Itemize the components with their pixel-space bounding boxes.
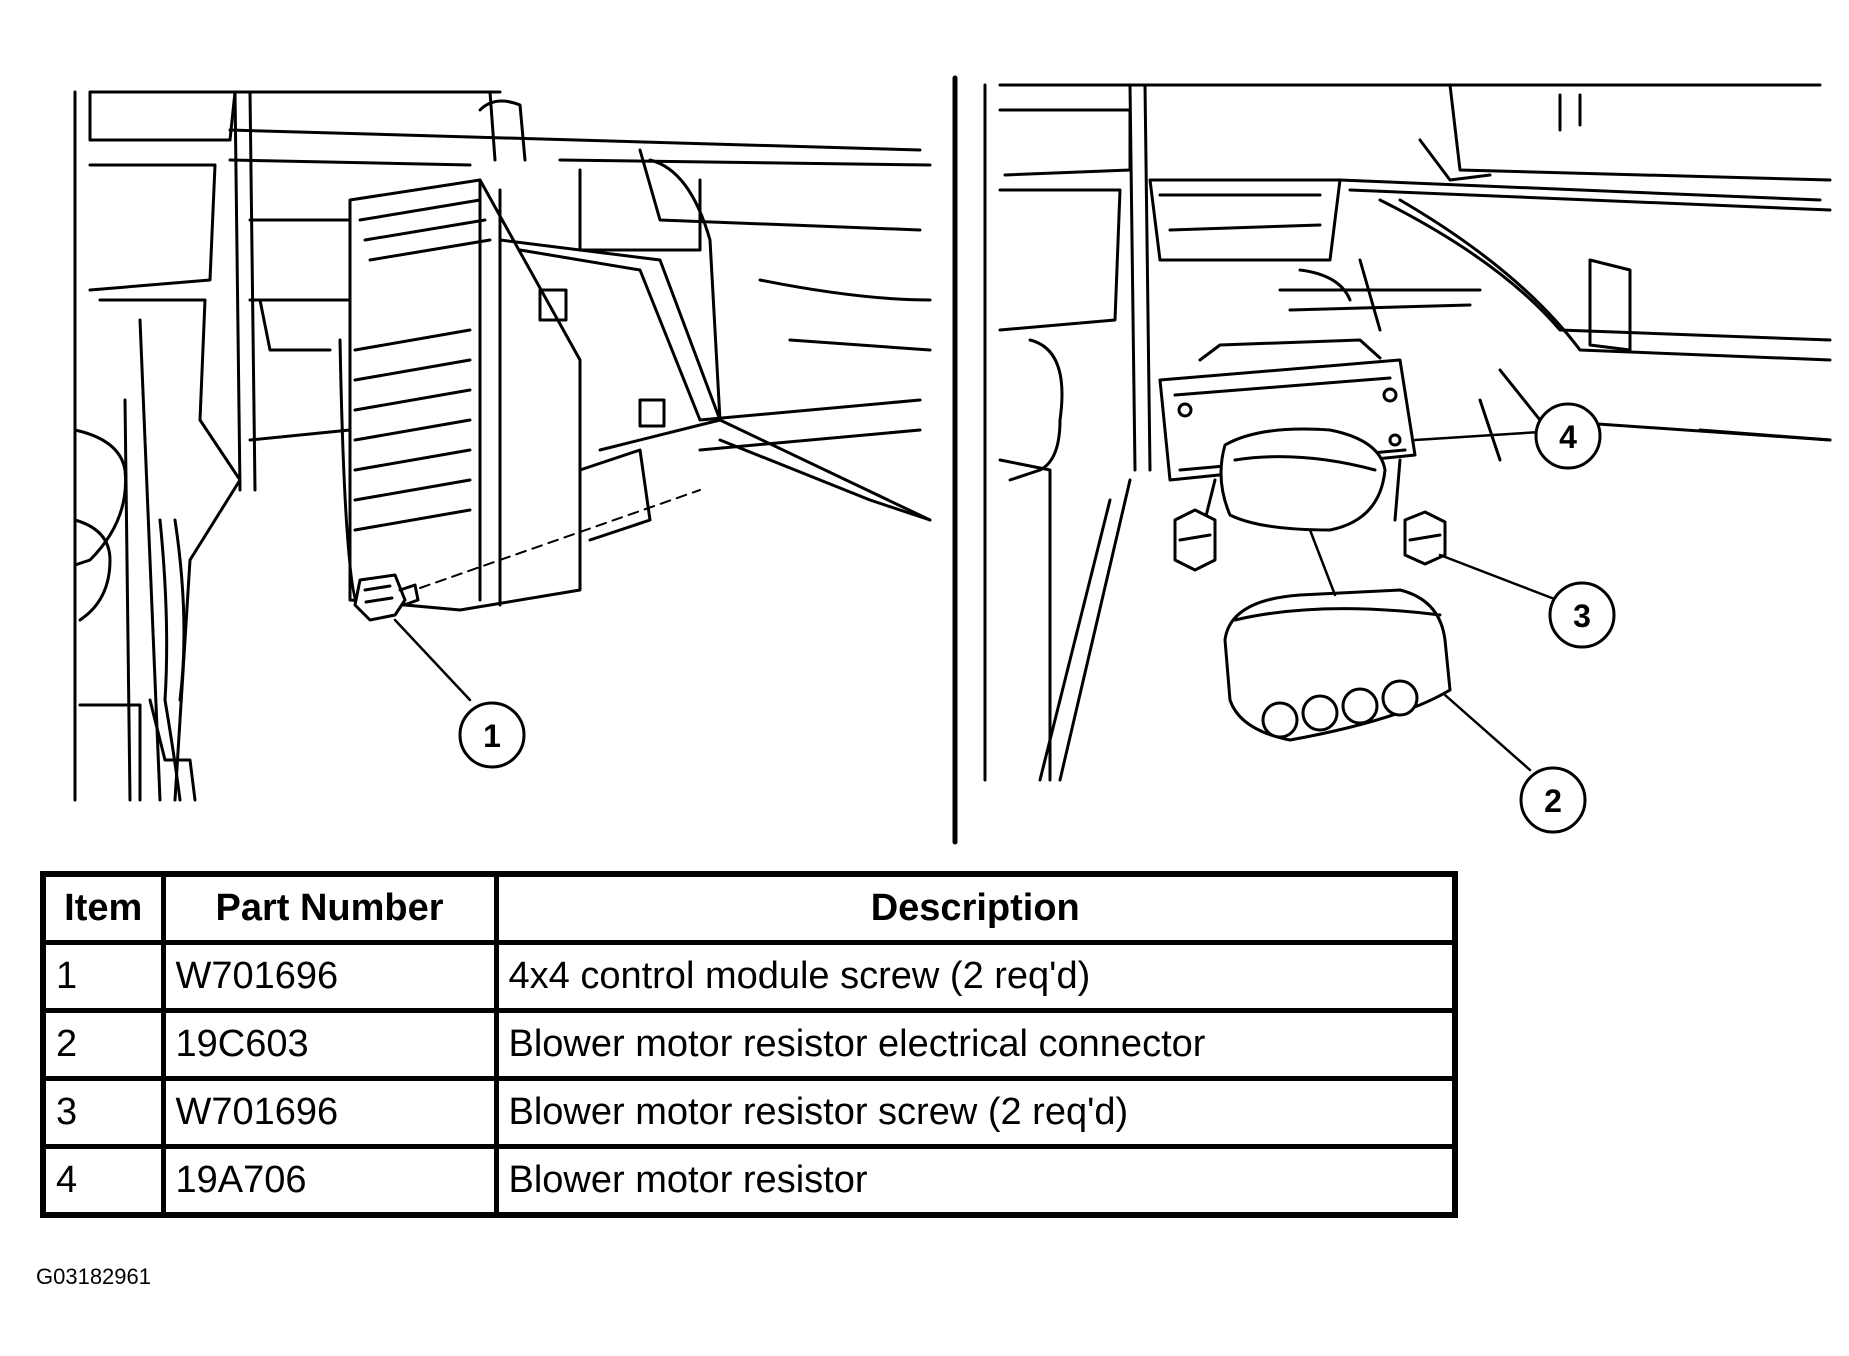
exploded-view-illustration: 1 2 3 4 [73, 75, 1832, 845]
cell-description: 4x4 control module screw (2 req'd) [493, 940, 1458, 1013]
parts-table: Item Part Number Description 1 W701696 4… [40, 871, 1458, 1218]
cell-part-number: 19A706 [160, 1144, 499, 1218]
header-description: Description [493, 871, 1458, 945]
cell-description: Blower motor resistor screw (2 req'd) [493, 1076, 1458, 1149]
table-row: 2 19C603 Blower motor resistor electrica… [40, 1008, 1458, 1081]
svg-text:2: 2 [1544, 783, 1562, 819]
cell-part-number: W701696 [160, 1076, 499, 1149]
figure-code: G03182961 [36, 1264, 151, 1289]
svg-text:1: 1 [483, 718, 501, 754]
callout-3: 3 [1548, 581, 1616, 649]
svg-text:4: 4 [1559, 419, 1577, 455]
cell-description: Blower motor resistor [493, 1144, 1458, 1218]
screws-item-3 [1173, 508, 1447, 572]
cell-part-number: W701696 [160, 940, 499, 1013]
table-row: 4 19A706 Blower motor resistor [40, 1144, 1458, 1218]
cell-description: Blower motor resistor electrical connect… [493, 1008, 1458, 1081]
table-row: 1 W701696 4x4 control module screw (2 re… [40, 940, 1458, 1013]
header-item: Item [40, 871, 166, 945]
right-panel-blower-resistor [983, 83, 1832, 782]
cell-part-number: 19C603 [160, 1008, 499, 1081]
table-header-row: Item Part Number Description [40, 871, 1458, 945]
callout-1: 1 [458, 701, 526, 769]
left-panel-4x4-module [73, 90, 932, 802]
electrical-connector-item-2 [1223, 588, 1452, 742]
screw-item-1 [353, 573, 420, 622]
callout-2: 2 [1519, 766, 1587, 834]
cell-item: 2 [40, 1008, 166, 1081]
svg-text:3: 3 [1573, 598, 1591, 634]
cell-item: 3 [40, 1076, 166, 1149]
cell-item: 1 [40, 940, 166, 1013]
table-row: 3 W701696 Blower motor resistor screw (2… [40, 1076, 1458, 1149]
cell-item: 4 [40, 1144, 166, 1218]
header-part-number: Part Number [160, 871, 499, 945]
callout-4: 4 [1534, 402, 1602, 470]
